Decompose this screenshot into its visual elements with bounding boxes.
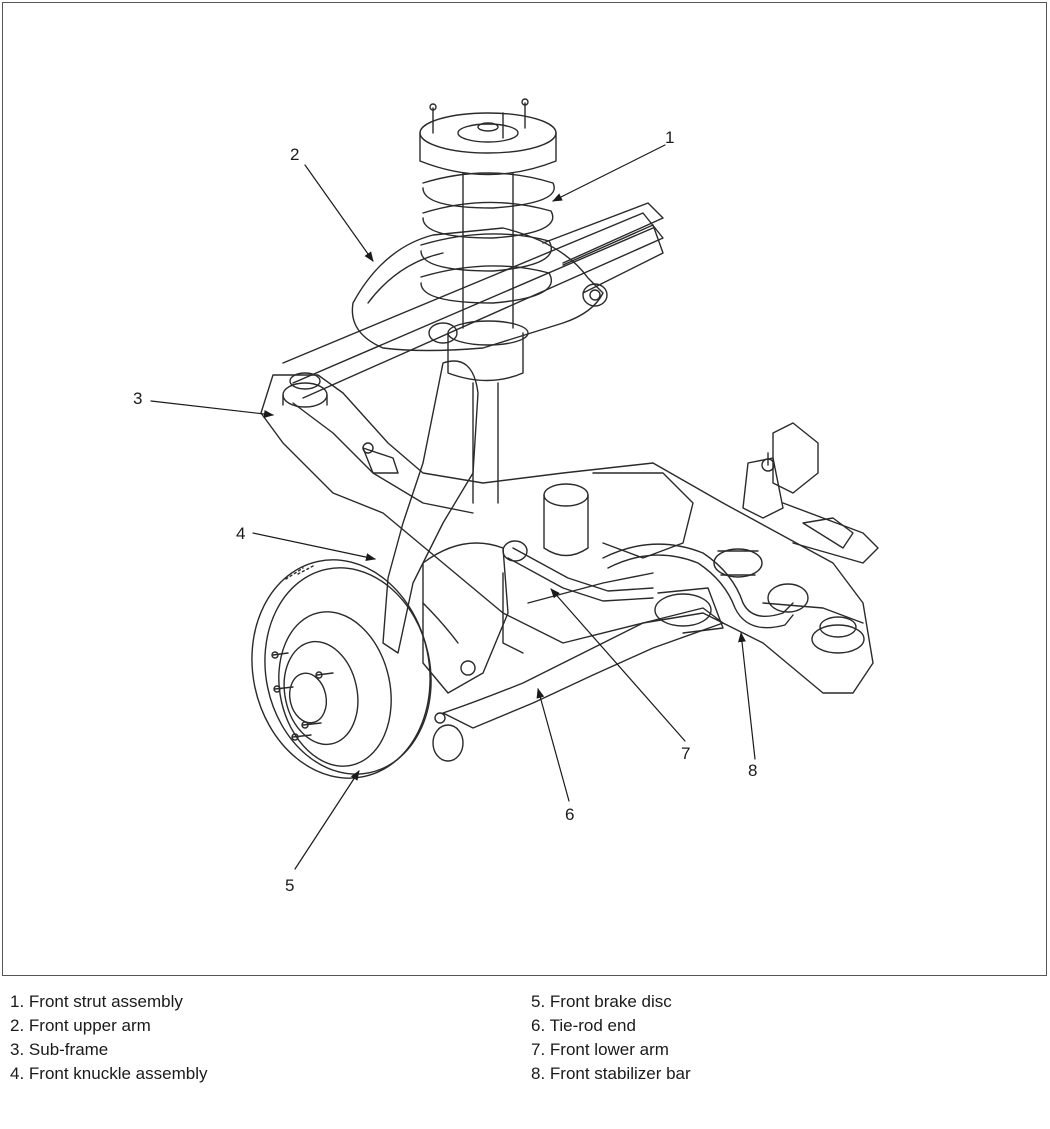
legend-item: 8. Front stabilizer bar — [531, 1064, 691, 1083]
legend-right: 5. Front brake disc 6. Tie-rod end 7. Fr… — [531, 990, 691, 1086]
tie-rod — [502, 540, 724, 654]
upper-arm — [351, 227, 608, 352]
legend-left: 1. Front strut assembly 2. Front upper a… — [10, 990, 207, 1086]
callout-4: 4 — [236, 524, 245, 543]
chassis-rail — [542, 202, 664, 294]
sub-frame — [260, 212, 874, 694]
stabilizer-bar — [602, 543, 809, 629]
callout-1: 1 — [665, 128, 674, 147]
legend-item: 2. Front upper arm — [10, 1016, 151, 1035]
brake-disc — [251, 559, 432, 779]
callout-2: 2 — [290, 145, 299, 164]
callout-3: 3 — [133, 389, 142, 408]
callout-6: 6 — [565, 805, 574, 824]
legend-item: 5. Front brake disc — [531, 992, 672, 1011]
callout-7: 7 — [681, 744, 690, 763]
suspension-illustration: 1 2 3 4 5 6 7 8 — [133, 98, 879, 895]
side-bracket — [742, 422, 879, 564]
legend-item: 1. Front strut assembly — [10, 992, 183, 1011]
legend-item: 3. Sub-frame — [10, 1040, 109, 1059]
diagram-frame: 1 2 3 4 5 6 7 8 — [2, 2, 1047, 976]
callout-5: 5 — [285, 876, 294, 895]
legend-item: 6. Tie-rod end — [531, 1016, 636, 1035]
callout-8: 8 — [748, 761, 757, 780]
leader-lines — [150, 144, 756, 870]
knuckle-assembly — [382, 360, 509, 694]
legend-item: 7. Front lower arm — [531, 1040, 669, 1059]
legend-item: 4. Front knuckle assembly — [10, 1064, 208, 1083]
strut-assembly — [419, 98, 557, 504]
lower-arm — [432, 572, 724, 762]
